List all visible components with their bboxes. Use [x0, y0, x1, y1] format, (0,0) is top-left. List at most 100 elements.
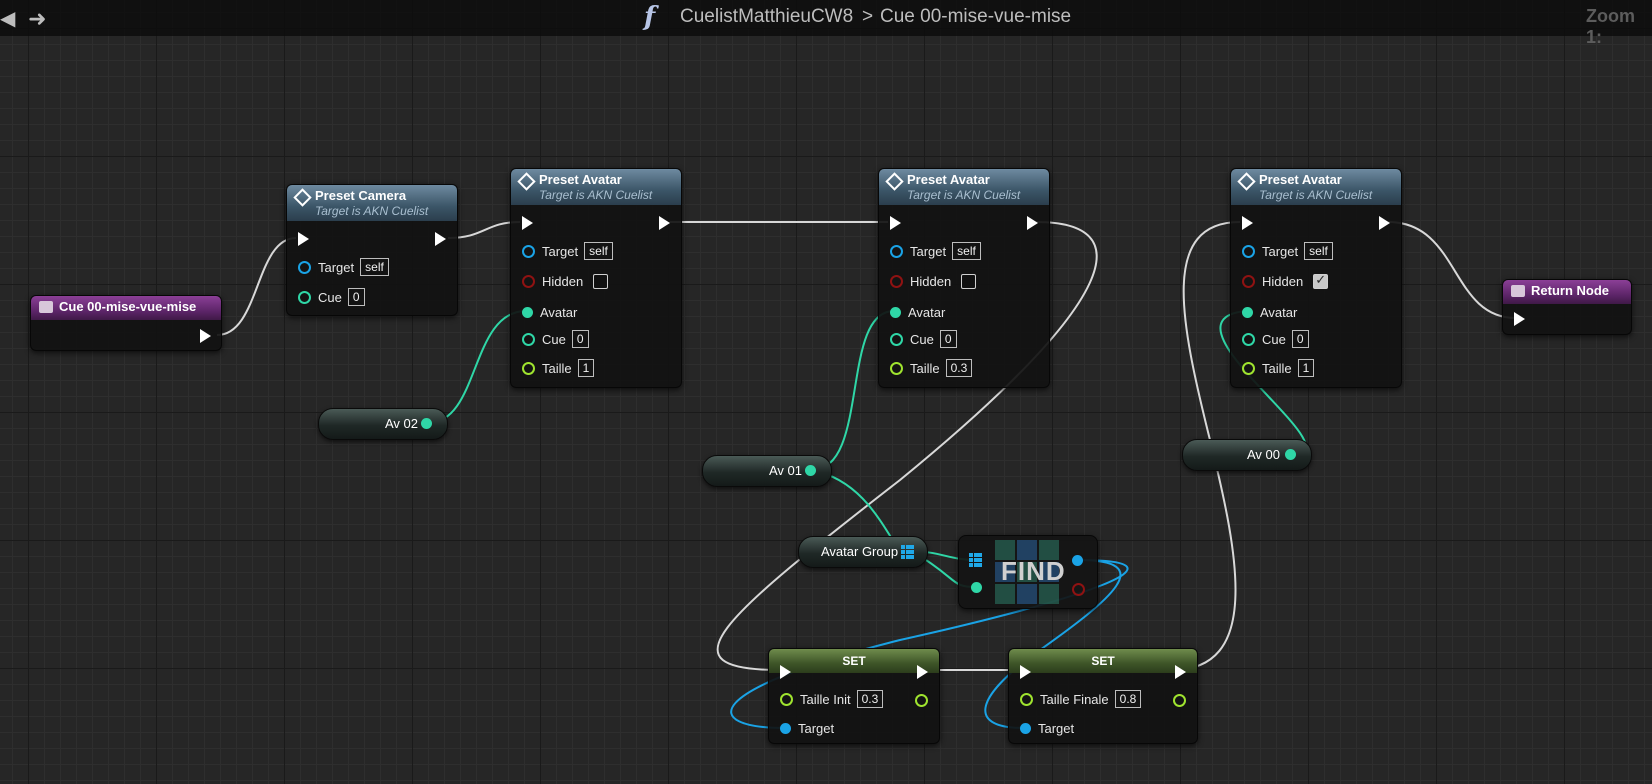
cue-pin[interactable] [522, 332, 535, 346]
taille-pin[interactable] [1242, 361, 1255, 375]
taille-init-output-pin[interactable] [915, 694, 928, 707]
taille-value-field[interactable]: 0.3 [945, 359, 973, 377]
target-pin[interactable] [890, 244, 903, 258]
array-output-pin-icon[interactable] [901, 545, 915, 559]
find-node[interactable]: FIND [958, 535, 1098, 609]
taille-finale-output-pin[interactable] [1173, 694, 1186, 707]
exec-input-pin[interactable] [1242, 216, 1253, 230]
hidden-checkbox-checked[interactable] [1313, 272, 1329, 289]
pin-row-target: Target [1020, 718, 1074, 738]
pin-label: Cue [1262, 331, 1286, 347]
cue-pin[interactable] [1242, 332, 1255, 346]
target-wire [984, 559, 1122, 729]
avatar-output-pin[interactable] [1285, 449, 1296, 460]
taille-init-pin[interactable] [780, 692, 793, 706]
exec-input-pin[interactable] [780, 665, 791, 679]
breadcrumb-parent[interactable]: CuelistMatthieuCW8 [680, 6, 854, 27]
target-value-field[interactable]: self [1304, 242, 1333, 260]
pin-label: Target [910, 243, 947, 259]
avatar-output-pin[interactable] [421, 418, 432, 429]
exec-input-pin[interactable] [1514, 312, 1525, 326]
variable-node-av01[interactable]: Av 01 [702, 455, 832, 487]
avatar-pin[interactable] [1242, 306, 1253, 318]
array-input-pin-icon[interactable] [969, 553, 983, 567]
set-node-taille-init[interactable]: SET Taille Init 0.3 Target [768, 648, 940, 744]
target-value-field[interactable]: self [584, 242, 613, 260]
exec-output-pin[interactable] [435, 232, 446, 246]
pin-label: Taille [542, 360, 572, 376]
cue-value-field[interactable]: 0 [1291, 330, 1309, 348]
exec-output-pin[interactable] [1379, 216, 1390, 230]
target-pin[interactable] [780, 722, 791, 734]
exec-input-pin[interactable] [298, 232, 309, 246]
cue-value-field[interactable]: 0 [571, 330, 589, 348]
cue-value-field[interactable]: 0 [939, 330, 957, 348]
set-node-header: SET [1009, 649, 1197, 673]
pin-row-hidden: Hidden [522, 271, 609, 291]
exec-output-pin[interactable] [1175, 665, 1186, 679]
node-subtitle: Target is AKN Cuelist [1259, 188, 1373, 202]
pin-row-hidden: Hidden [1242, 271, 1329, 291]
exec-input-pin[interactable] [1020, 665, 1031, 679]
forward-arrow-icon[interactable]: ➜ [28, 6, 47, 31]
avatar-output-pin[interactable] [805, 465, 816, 476]
pin-label: Taille Init [800, 691, 851, 707]
taille-pin[interactable] [890, 361, 903, 375]
found-output-pin[interactable] [1072, 583, 1085, 596]
target-pin[interactable] [298, 260, 311, 274]
pin-row-target: Target self [522, 241, 613, 261]
taille-pin[interactable] [522, 361, 535, 375]
taille-value-field[interactable]: 1 [577, 359, 595, 377]
exec-input-pin[interactable] [522, 216, 533, 230]
pin-row-cue: Cue 0 [298, 287, 365, 307]
preset-avatar-node-1[interactable]: Preset Avatar Target is AKN Cuelist Targ… [510, 168, 682, 388]
target-pin[interactable] [1242, 244, 1255, 258]
cue-pin[interactable] [890, 332, 903, 346]
exec-output-pin[interactable] [917, 665, 928, 679]
taille-finale-pin[interactable] [1020, 692, 1033, 706]
node-title: Preset Camera [315, 188, 407, 203]
hidden-pin[interactable] [890, 274, 903, 288]
variable-node-av00[interactable]: Av 00 [1182, 439, 1312, 471]
cue-pin[interactable] [298, 290, 311, 304]
avatar-pin[interactable] [522, 306, 533, 318]
target-value-field[interactable]: self [360, 258, 389, 276]
function-node-icon [293, 188, 312, 207]
exec-output-pin[interactable] [1027, 216, 1038, 230]
preset-avatar-node-3[interactable]: Preset Avatar Target is AKN Cuelist Targ… [1230, 168, 1402, 388]
pin-row-avatar: Avatar [1242, 302, 1297, 322]
exec-wire [716, 221, 1098, 671]
taille-finale-value-field[interactable]: 0.8 [1114, 690, 1142, 708]
hidden-checkbox[interactable] [593, 273, 609, 289]
result-output-pin[interactable] [1072, 555, 1083, 566]
exec-wire [216, 237, 297, 336]
return-node-icon [1511, 285, 1525, 297]
hidden-pin[interactable] [522, 274, 535, 288]
variable-node-avatar-group[interactable]: Avatar Group [798, 536, 928, 568]
event-node-cue[interactable]: Cue 00-mise-vue-mise [30, 295, 222, 351]
avatar-pin[interactable] [890, 306, 901, 318]
pin-label: Hidden [910, 273, 952, 289]
breadcrumb-current: Cue 00-mise-vue-mise [880, 6, 1072, 27]
back-arrow-icon[interactable]: ◀ [0, 8, 16, 30]
hidden-pin[interactable] [1242, 274, 1255, 288]
taille-value-field[interactable]: 1 [1297, 359, 1315, 377]
variable-node-av02[interactable]: Av 02 [318, 408, 448, 440]
pin-label: Target [542, 243, 579, 259]
preset-camera-node[interactable]: Preset Camera Target is AKN Cuelist Targ… [286, 184, 458, 316]
exec-output-pin[interactable] [200, 329, 211, 343]
target-value-field[interactable]: self [952, 242, 981, 260]
exec-input-pin[interactable] [890, 216, 901, 230]
hidden-checkbox[interactable] [961, 273, 977, 289]
set-node-taille-finale[interactable]: SET Taille Finale 0.8 Target [1008, 648, 1198, 744]
target-wire [730, 559, 1129, 729]
exec-output-pin[interactable] [659, 216, 670, 230]
preset-avatar-node-2[interactable]: Preset Avatar Target is AKN Cuelist Targ… [878, 168, 1050, 388]
pin-label: Cue [318, 289, 342, 305]
target-pin[interactable] [522, 244, 535, 258]
taille-init-value-field[interactable]: 0.3 [856, 690, 884, 708]
cue-value-field[interactable]: 0 [347, 288, 365, 306]
item-input-pin[interactable] [971, 582, 982, 593]
target-pin[interactable] [1020, 722, 1031, 734]
return-node[interactable]: Return Node [1502, 279, 1632, 335]
